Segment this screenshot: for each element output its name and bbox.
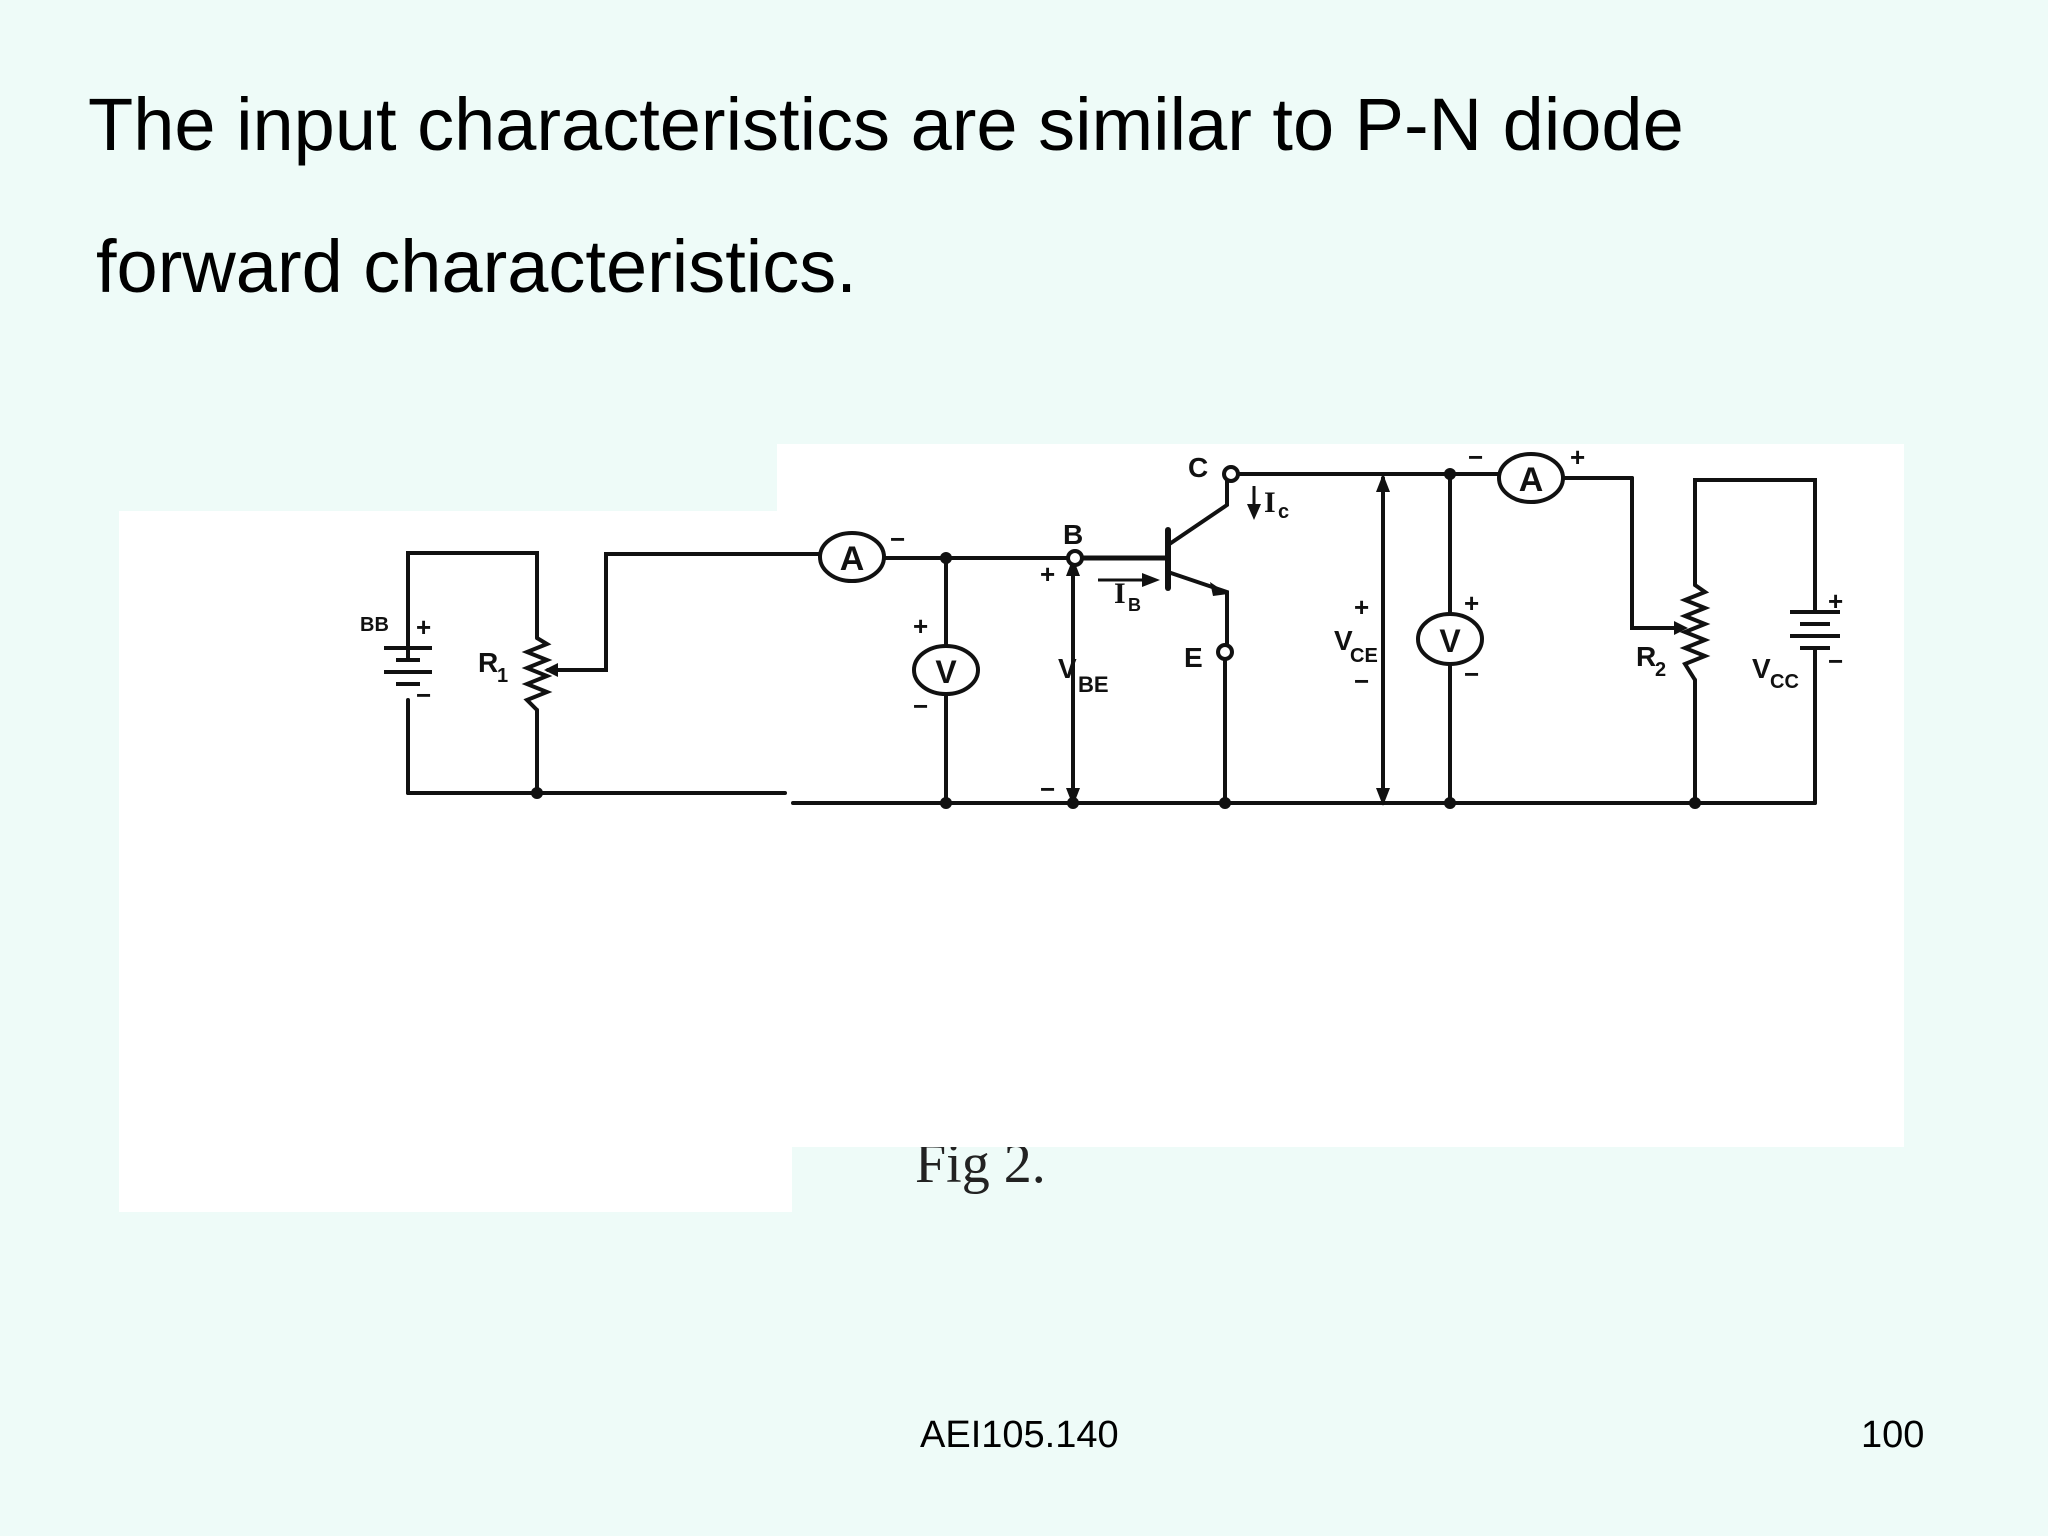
- r1-wiper-arrow: [544, 663, 558, 677]
- r1-label: R: [478, 647, 498, 678]
- vce-minus: −: [1354, 666, 1369, 696]
- collector-ammeter: A: [1497, 452, 1565, 504]
- r2-label: R: [1636, 641, 1656, 672]
- base-ammeter-minus: −: [890, 524, 905, 554]
- transistor-collector-lead: [1166, 476, 1229, 547]
- vbe-voltmeter-label: V: [935, 654, 957, 690]
- collector-terminal: [1222, 465, 1240, 483]
- vbe-plus: +: [1040, 559, 1055, 589]
- ic-subscript: c: [1278, 501, 1289, 523]
- vcc-battery: [1790, 600, 1840, 660]
- slide-page-number: 100: [1861, 1414, 1925, 1456]
- vbe-label: V: [1058, 653, 1077, 684]
- wire-left-loop: [406, 551, 539, 662]
- collector-ammeter-plus: +: [1570, 442, 1585, 472]
- vbb-label: BB: [360, 614, 389, 636]
- collector-label: C: [1188, 452, 1208, 483]
- current-arrow-lines: [1098, 486, 1256, 582]
- vce-voltmeter-label: V: [1439, 623, 1461, 659]
- junction-dots: [531, 468, 1701, 809]
- vbe-arrow-top: [1066, 558, 1080, 576]
- vcc-subscript: CC: [1770, 671, 1799, 693]
- r2-resistor: [1679, 583, 1711, 682]
- r1-resistor: [521, 636, 553, 712]
- vce-voltmeter: V: [1416, 612, 1484, 666]
- vce-subscript: CE: [1350, 645, 1378, 667]
- vbe-minus: −: [1040, 774, 1055, 804]
- base-ammeter-label: A: [840, 540, 865, 578]
- polarity-signs: + − − + − + − − + + − + − + −: [416, 442, 1843, 804]
- vcc-plus: +: [1828, 586, 1843, 616]
- ib-arrow: [1142, 573, 1160, 587]
- ib-subscript: B: [1128, 595, 1141, 615]
- vbe-meter-plus: +: [913, 611, 928, 641]
- ib-label: I: [1114, 577, 1126, 610]
- r2-wiper-arrow: [1674, 621, 1688, 635]
- circuit-wires: [406, 472, 1817, 805]
- vcc-minus: −: [1828, 646, 1843, 676]
- vbe-subscript: BE: [1078, 672, 1109, 697]
- ic-label: I: [1264, 486, 1276, 519]
- vbe-voltmeter: V: [912, 644, 980, 696]
- wire-r2-top: [1630, 476, 1684, 630]
- r2-subscript: 2: [1655, 659, 1666, 681]
- slide-title-line-1: The input characteristics are similar to…: [88, 83, 1684, 166]
- vbb-plus: +: [416, 612, 431, 642]
- vbb-battery: [384, 646, 432, 686]
- diagram-panel-right: [777, 444, 1904, 1147]
- transistor-emitter-lead: [1166, 570, 1229, 650]
- vce-meter-minus: −: [1464, 659, 1479, 689]
- base-ammeter: A: [818, 531, 886, 583]
- vce-meter-plus: +: [1464, 588, 1479, 618]
- vce-arrow-bottom: [1376, 788, 1390, 806]
- caption-mask: [780, 1100, 1904, 1147]
- component-labels: BB R 1 C B E I c I B V BE V CE R 2 V CC: [360, 452, 1799, 697]
- collector-ammeter-label: A: [1519, 461, 1544, 499]
- vcc-label: V: [1752, 653, 1771, 684]
- terminals: [1066, 465, 1240, 661]
- arrowheads: [1066, 474, 1390, 806]
- vce-arrow-top: [1376, 474, 1390, 492]
- wire-r1-wiper: [546, 552, 822, 672]
- slide-footer-code: AEI105.140: [920, 1414, 1119, 1456]
- base-label: B: [1063, 519, 1083, 550]
- vbb-minus: −: [416, 680, 431, 710]
- emitter-label: E: [1184, 642, 1203, 673]
- slide-title-line-2: forward characteristics.: [96, 225, 857, 308]
- wire-r2-loop: [1693, 478, 1817, 602]
- diagram-panel-left: [119, 511, 792, 1212]
- vbe-meter-minus: −: [913, 691, 928, 721]
- vce-plus: +: [1354, 592, 1369, 622]
- collector-ammeter-minus: −: [1468, 442, 1483, 472]
- emitter-arrow: [1210, 582, 1228, 596]
- emitter-terminal: [1216, 643, 1234, 661]
- vce-label: V: [1334, 625, 1353, 656]
- r1-subscript: 1: [497, 665, 508, 687]
- base-terminal: [1066, 549, 1084, 567]
- ic-arrow: [1247, 504, 1261, 520]
